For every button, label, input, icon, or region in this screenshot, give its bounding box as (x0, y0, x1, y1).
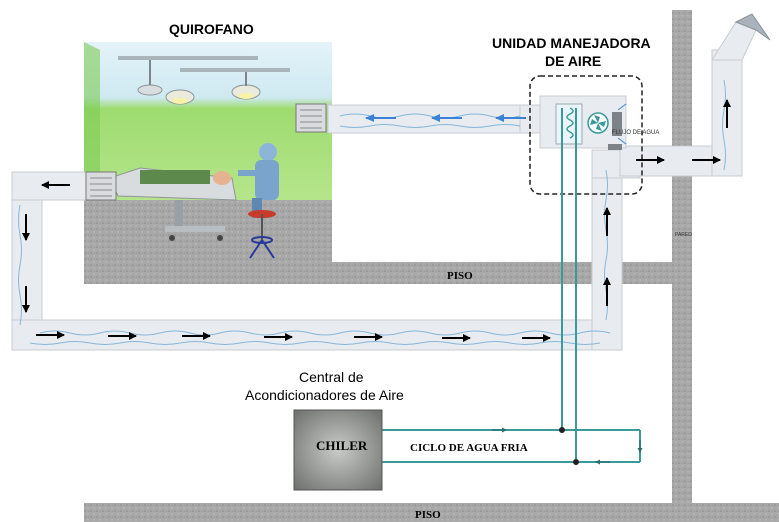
pipe-junction (573, 459, 579, 465)
stool-icon (248, 210, 276, 259)
quirofano-title: QUIROFANO (169, 21, 254, 37)
bottom-floor (84, 503, 779, 522)
coil-icon (566, 107, 574, 139)
piso-upper-label: PISO (447, 270, 473, 282)
upper-floor (84, 262, 674, 284)
pared-label: PARED (675, 232, 692, 238)
ahu-title-line1: UNIDAD MANEJADORA (492, 35, 651, 51)
central-title-line1: Central de (299, 369, 364, 385)
ahu-title-line2: DE AIRE (545, 53, 602, 69)
duct-network (11, 49, 743, 351)
flujo-agua-label: FLUJO DE AGUA (612, 130, 660, 136)
piso-bottom-label: PISO (415, 509, 441, 521)
exhaust-riser (711, 49, 743, 177)
chiler-label: CHILER (316, 438, 368, 453)
surgeon-icon (238, 143, 279, 218)
chiler-box (293, 409, 383, 491)
grille-icon (295, 103, 327, 133)
operating-room (84, 42, 332, 264)
airflow-arrows (22, 99, 731, 342)
fan-icon (587, 112, 609, 134)
ciclo-label: CICLO DE AGUA FRIA (410, 442, 528, 454)
return-duct-bottom (11, 319, 623, 351)
wall (672, 10, 692, 522)
air-handling-unit (529, 75, 643, 195)
central-title-line2: Acondicionadores de Aire (245, 387, 404, 403)
grille-icon (85, 171, 117, 201)
lamp-icon (137, 60, 261, 105)
water-flow-arrows (492, 427, 643, 465)
outlet-hood-icon (711, 13, 771, 61)
bed-icon (109, 167, 237, 241)
pipe-junction (559, 427, 565, 433)
